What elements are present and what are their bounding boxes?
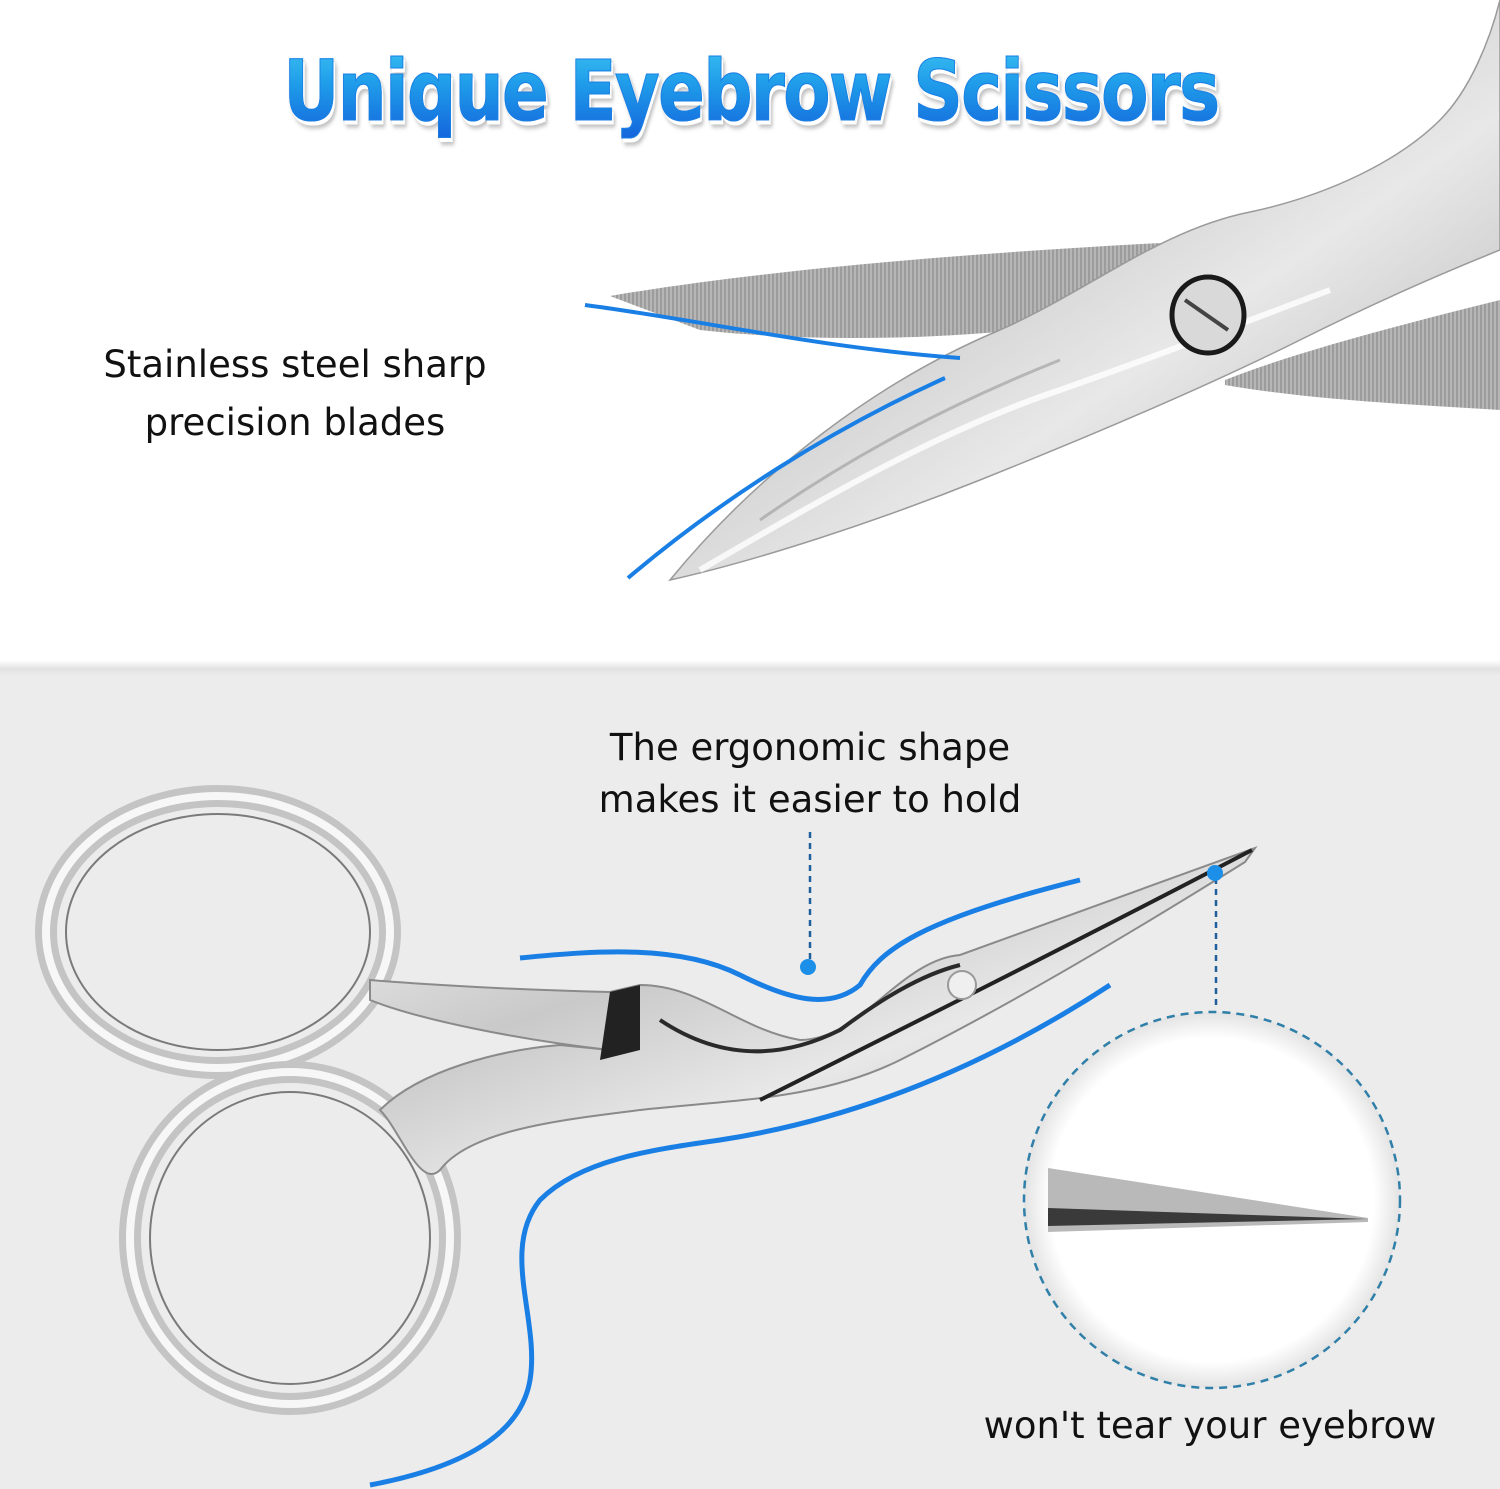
page-title: Unique Eyebrow Scissors [283,42,1221,141]
top-blade-closeup [584,0,1500,582]
section-divider [0,660,1500,676]
pivot-screw-icon [1169,274,1247,356]
pivot-rivet-icon [947,970,977,1000]
caption-tip: won't tear your eyebrow [983,1404,1437,1447]
magnified-tip-inset [1022,1010,1402,1390]
caption-blades: Stainless steel sharp precision blades [103,343,487,444]
callout-dot-icon [1207,865,1223,881]
callout-dot-icon [800,959,816,975]
caption-ergonomic: The ergonomic shape makes it easier to h… [598,726,1022,821]
stork-scissors [35,785,1402,1488]
